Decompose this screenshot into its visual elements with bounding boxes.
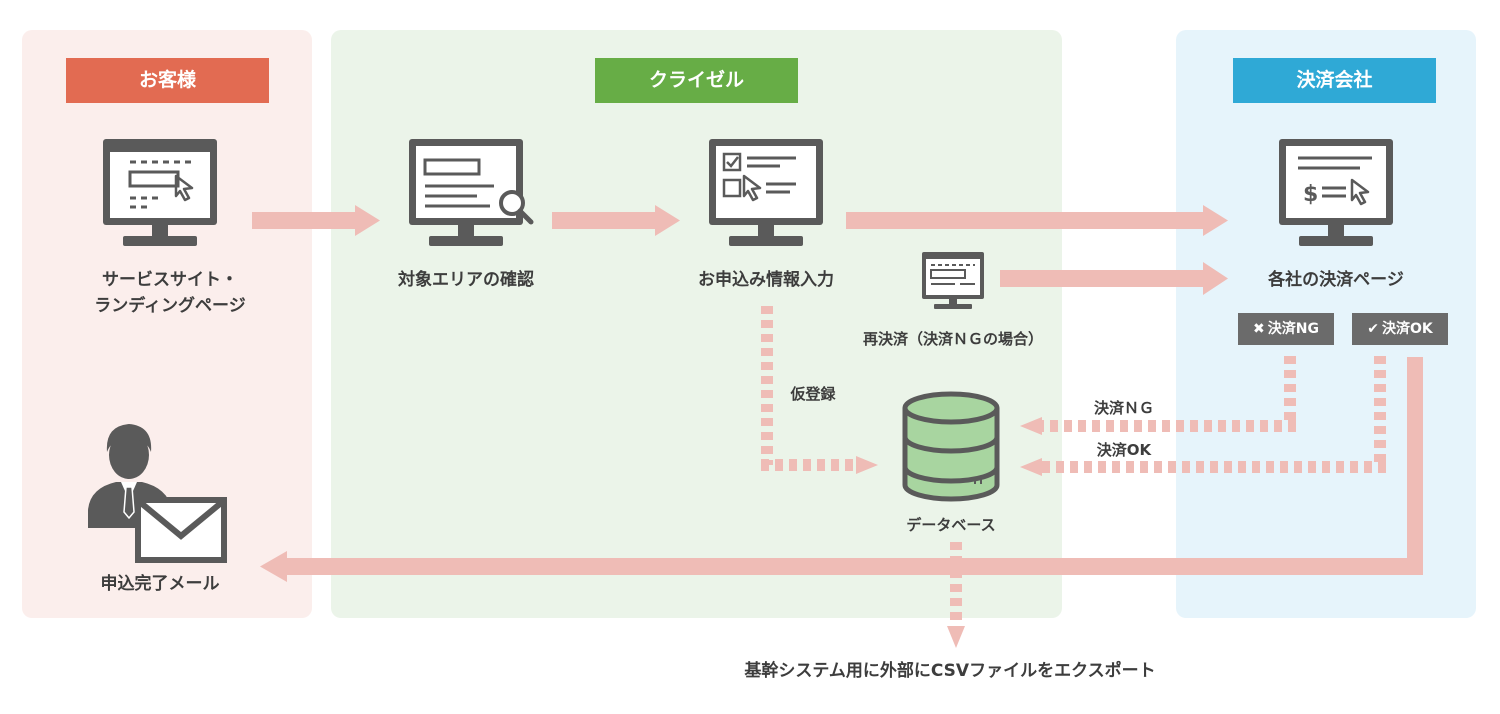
lane-header-customer: お客様	[66, 58, 269, 103]
check-mark-icon: ✔	[1367, 321, 1379, 337]
lane-kuraizeru	[331, 30, 1062, 618]
arrow-ok-to-db	[1020, 356, 1386, 476]
arrow-ng-to-db	[1020, 356, 1296, 435]
monitor-search-icon	[409, 139, 534, 246]
label-target-check: 対象エリアの確認	[398, 270, 534, 290]
svg-text:$: $	[1303, 182, 1318, 207]
flow-arrows	[252, 205, 1423, 582]
label-service-site: サービスサイト・ ランディングページ	[40, 267, 300, 319]
monitor-payment-icon: $	[1279, 139, 1393, 246]
arrow-ok-to-mail	[260, 357, 1423, 582]
badge-payment-ng: ✖決済NG	[1238, 313, 1334, 345]
monitor-checklist-icon	[709, 139, 823, 246]
monitor-web-cursor-icon	[103, 139, 217, 246]
database-icon	[902, 391, 1000, 502]
label-database: データベース	[906, 516, 996, 534]
arrow-input-to-payment	[846, 205, 1228, 236]
flow-dotted-arrows	[761, 306, 1386, 648]
arrow-check-to-input	[552, 205, 680, 236]
label-service-site-line2: ランディングページ	[94, 296, 246, 316]
lane-header-payment: 決済会社	[1233, 58, 1436, 103]
edge-label-provisional: 仮登録	[790, 385, 836, 403]
badge-payment-ok: ✔決済OK	[1352, 313, 1448, 345]
label-repay: 再決済（決済ＮＧの場合）	[862, 330, 1043, 348]
arrow-repay-to-payment	[1000, 262, 1228, 295]
arrow-db-to-export	[947, 542, 965, 648]
lane-header-kuraizeru: クライゼル	[595, 58, 798, 103]
label-completion-mail: 申込完了メール	[100, 574, 220, 594]
edge-label-ng: 決済ＮＧ	[1093, 399, 1154, 417]
arrow-input-to-db	[761, 306, 878, 474]
export-caption: 基幹システム用に外部にCSVファイルをエクスポート	[744, 661, 1156, 681]
badge-payment-ok-label: 決済OK	[1381, 321, 1433, 337]
label-service-site-line1: サービスサイト・	[102, 270, 238, 290]
user-mail-icon	[88, 424, 227, 563]
label-info-input: お申込み情報入力	[698, 270, 834, 290]
arrow-site-to-check	[252, 205, 380, 236]
badge-payment-ng-label: 決済NG	[1267, 321, 1319, 337]
label-payment-page: 各社の決済ページ	[1268, 270, 1404, 290]
edge-label-ok: 決済OK	[1096, 441, 1152, 459]
x-mark-icon: ✖	[1253, 321, 1265, 337]
monitor-small-icon	[922, 252, 984, 309]
